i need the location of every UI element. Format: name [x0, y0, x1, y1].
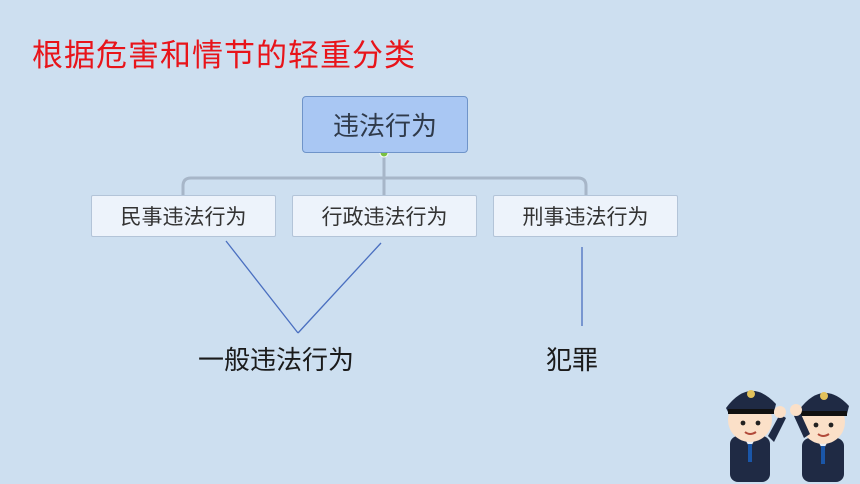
root-node-illegal-acts[interactable]: 违法行为: [302, 96, 468, 153]
slide-title: 根据危害和情节的轻重分类: [32, 38, 416, 74]
result-general-illegal-act: 一般违法行为: [198, 346, 355, 376]
line-civil-to-general: [225, 240, 299, 334]
child-node-criminal[interactable]: 刑事违法行为: [493, 195, 678, 237]
police-officer-right-icon: [790, 392, 849, 482]
result-crime: 犯罪: [546, 346, 599, 376]
line-admin-to-general: [297, 242, 382, 334]
child-node-administrative[interactable]: 行政违法行为: [292, 195, 477, 237]
police-officer-left-icon: [726, 390, 786, 482]
police-cartoon-image: [726, 390, 849, 482]
child-node-civil[interactable]: 民事违法行为: [91, 195, 276, 237]
